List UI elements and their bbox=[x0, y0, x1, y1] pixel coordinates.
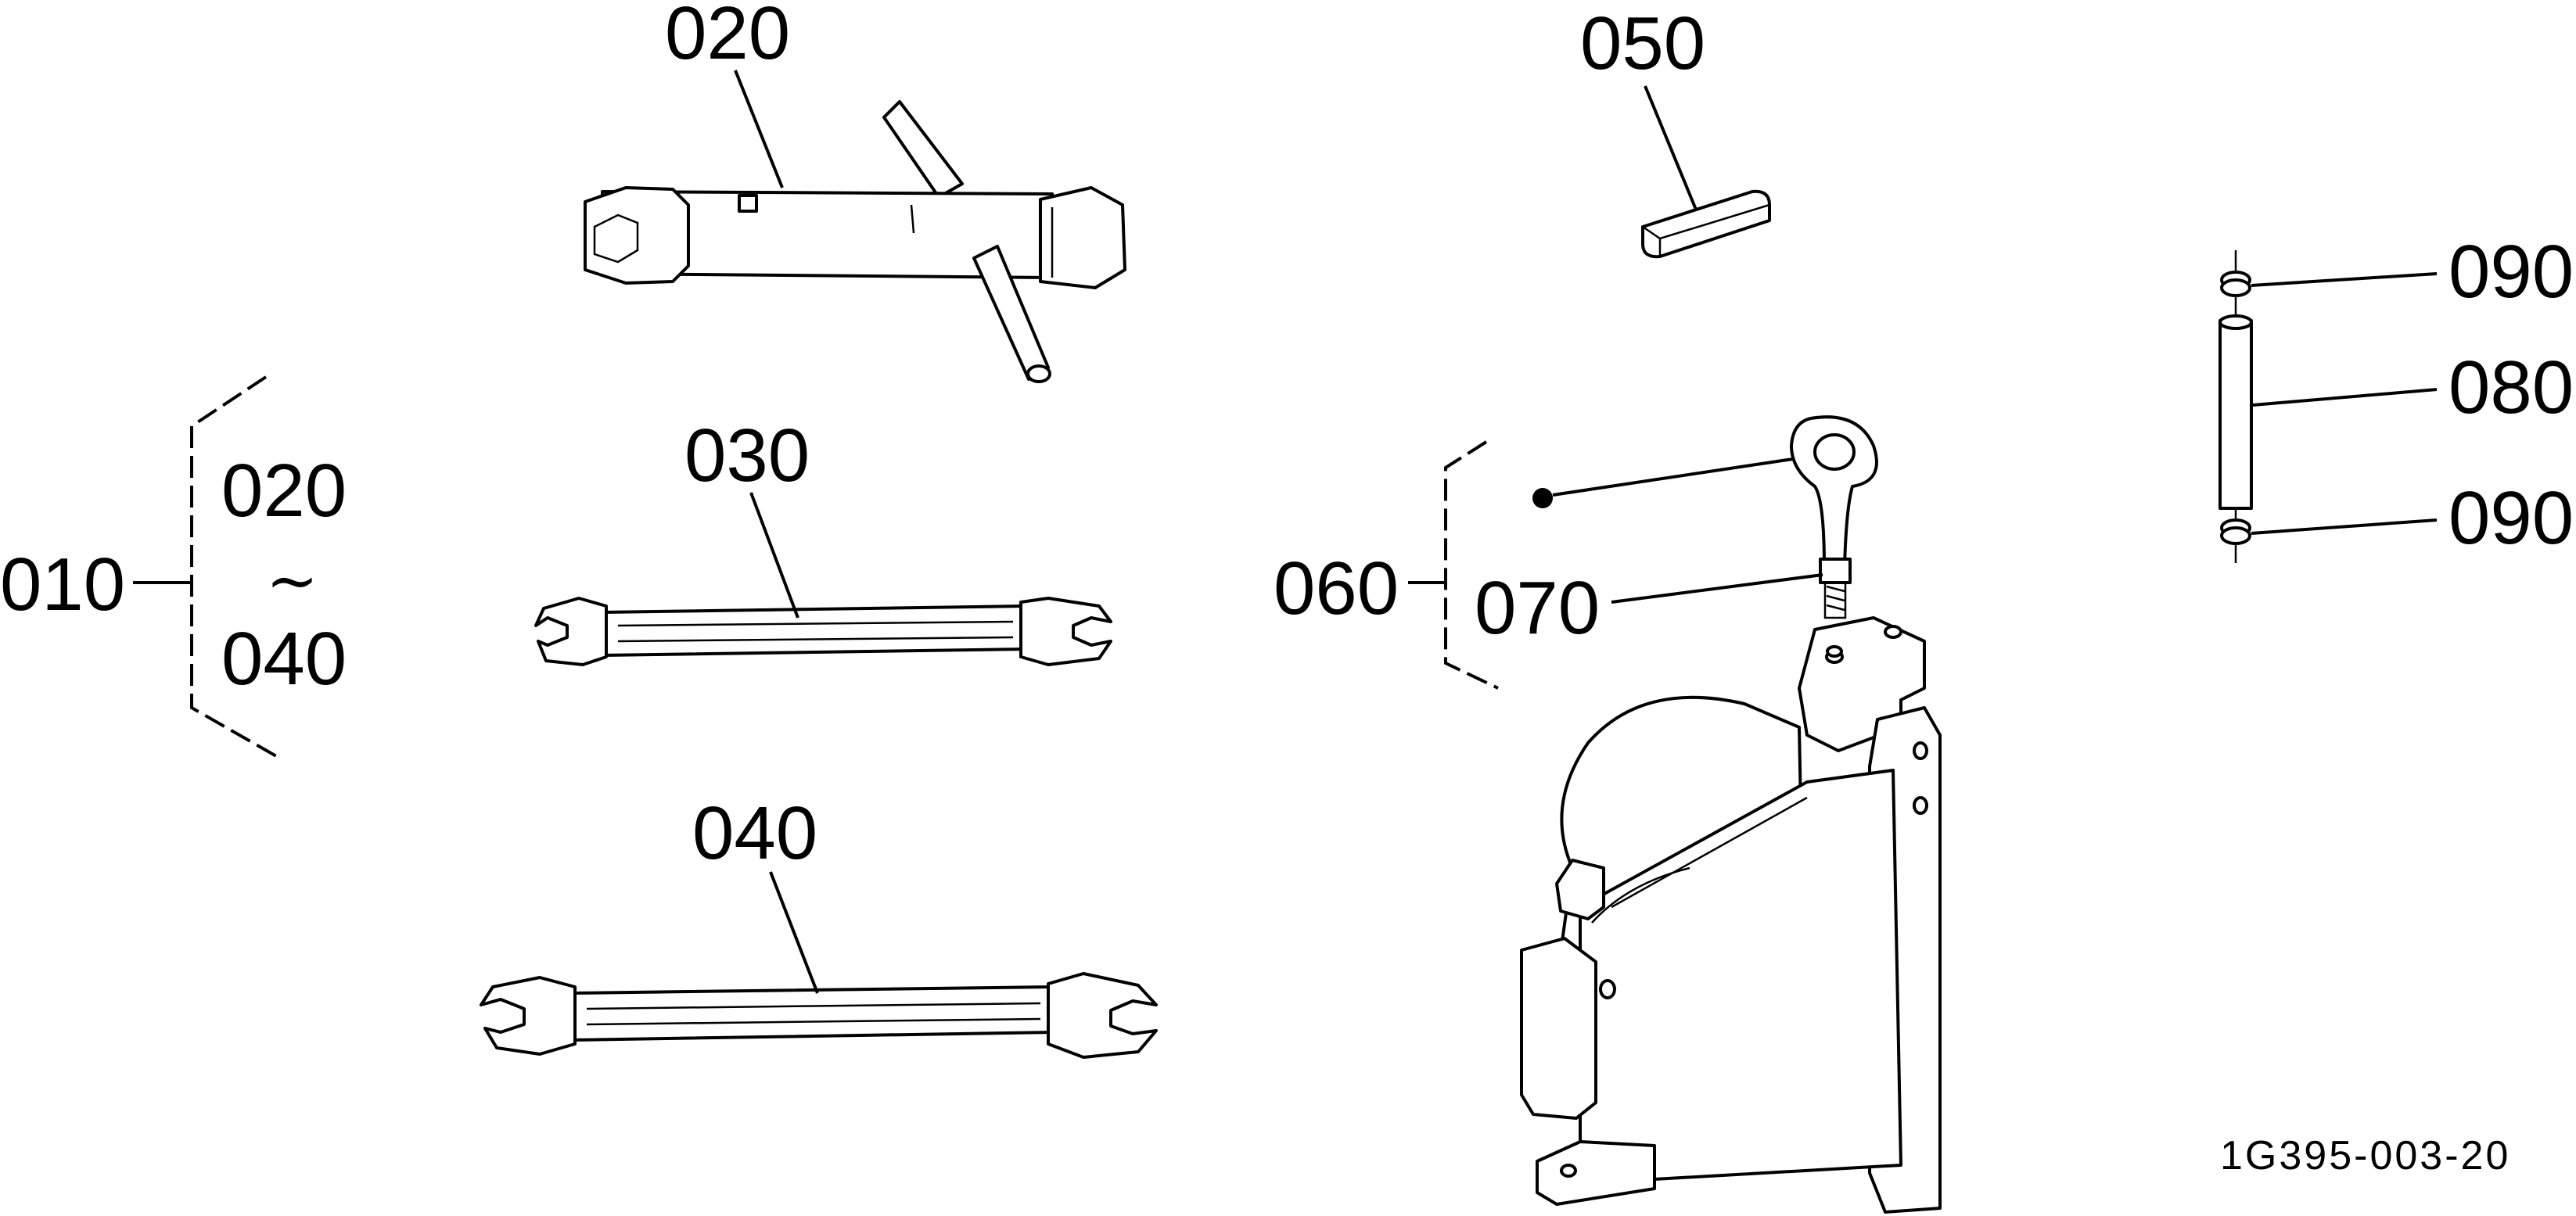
label-050: 050 bbox=[1580, 2, 1705, 85]
leader-070 bbox=[1611, 573, 1823, 604]
leader-090-top bbox=[2251, 272, 2438, 287]
label-090-top: 090 bbox=[2448, 230, 2574, 314]
leader-090-bottom bbox=[2251, 518, 2438, 535]
leader-dot bbox=[1552, 456, 1804, 497]
label-060: 060 bbox=[1274, 547, 1399, 630]
tool-box bbox=[1520, 616, 1942, 1214]
label-010: 010 bbox=[0, 543, 125, 626]
range-separator: ~ bbox=[266, 544, 318, 617]
drawing-code: 1G395-003-20 bbox=[2220, 1133, 2510, 1178]
label-080: 080 bbox=[2448, 346, 2574, 429]
label-020: 020 bbox=[665, 0, 790, 75]
leader-030 bbox=[749, 492, 799, 619]
leader-040 bbox=[769, 871, 819, 994]
box-wrench-020 bbox=[584, 100, 1126, 383]
label-070: 070 bbox=[1475, 566, 1600, 650]
group-bracket-060 bbox=[1408, 440, 1499, 690]
eye-bolt-070 bbox=[1790, 415, 1878, 619]
label-040: 040 bbox=[692, 791, 817, 875]
label-090-bottom: 090 bbox=[2448, 476, 2574, 560]
leader-020 bbox=[734, 70, 784, 188]
label-040-group: 040 bbox=[221, 617, 347, 701]
group-bracket-010 bbox=[133, 375, 278, 759]
leader-050 bbox=[1644, 85, 1698, 210]
label-030: 030 bbox=[684, 414, 810, 497]
open-end-wrench-030 bbox=[534, 597, 1112, 666]
open-end-wrench-040 bbox=[480, 972, 1158, 1059]
reference-dot bbox=[1532, 488, 1553, 508]
label-020-group: 020 bbox=[221, 449, 347, 533]
leader-080 bbox=[2252, 388, 2438, 407]
pin-assembly-080 bbox=[2219, 250, 2253, 563]
key-050 bbox=[1641, 189, 1771, 259]
